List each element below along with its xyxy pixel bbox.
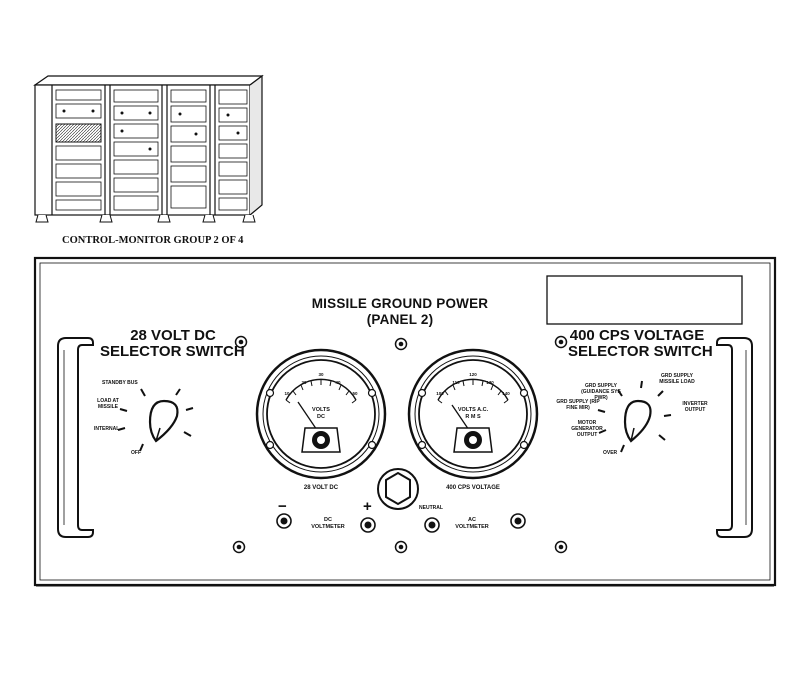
ac-position-grd-rip: GRD SUPPLY (RIP FINE MIR)	[556, 399, 600, 411]
dc-voltmeter-label-line2: VOLTMETER	[311, 524, 345, 530]
dc-voltmeter	[255, 348, 387, 480]
ac-scale-120: 120	[469, 372, 477, 377]
blank-nameplate	[546, 275, 743, 325]
dc-switch-title-line1: 28 VOLT DC	[130, 327, 216, 344]
dc-scale-10: 10	[284, 391, 290, 396]
dc-position-off: OFF	[131, 450, 141, 456]
left-handle[interactable]	[57, 337, 94, 538]
ac-scale-130: 130	[486, 380, 494, 385]
ac-meter-caption: 400 CPS VOLTAGE	[446, 485, 500, 491]
dc-switch-title-line2: SELECTOR SWITCH	[100, 343, 245, 360]
dc-meter-face-unit: DC	[317, 414, 325, 420]
dc-voltmeter-label-line1: DC	[324, 517, 332, 523]
screw-bottom-center	[394, 540, 408, 554]
dc-position-internal: INTERNAL	[94, 426, 120, 432]
ac-scale-100: 100	[436, 391, 444, 396]
panel-title: MISSILE GROUND POWER	[311, 296, 489, 311]
ac-switch-title-line2: SELECTOR SWITCH	[568, 343, 713, 360]
ac-voltmeter-label-line1: AC	[468, 517, 476, 523]
cabinet-caption: CONTROL-MONITOR GROUP 2 OF 4	[62, 235, 244, 246]
dc-selector-knob[interactable]	[117, 388, 194, 452]
center-hex-fitting	[377, 468, 419, 510]
dc-scale-20: 20	[301, 380, 307, 385]
ac-switch-title-line1: 400 CPS VOLTAGE	[569, 327, 705, 344]
ac-voltmeter-label-line2: VOLTMETER	[455, 524, 489, 530]
cabinet-illustration	[33, 74, 264, 223]
ac-meter-face-unit: R M S	[465, 414, 481, 420]
screw-top-center	[394, 337, 408, 351]
ac-selector-knob[interactable]	[597, 380, 672, 453]
right-handle[interactable]	[716, 337, 753, 538]
ac-voltmeter	[407, 348, 539, 480]
screw-bottom-right	[554, 540, 568, 554]
ac-position-motor-generator: MOTOR GENERATOR OUTPUT	[571, 420, 603, 438]
jack-dc-minus[interactable]	[276, 513, 292, 529]
ac-position-grd-missile-load: GRD SUPPLY MISSILE LOAD	[659, 373, 695, 385]
ac-scale-110: 110	[452, 380, 460, 385]
dc-scale-50: 50	[352, 391, 358, 396]
screw-bottom-left	[232, 540, 246, 554]
jack-plus-label: +	[363, 498, 372, 515]
ac-meter-face-label: VOLTS A.C.	[457, 407, 489, 413]
dc-meter-face-label: VOLTS	[312, 407, 330, 413]
screw-top-left	[234, 335, 248, 349]
ac-position-inverter: INVERTER OUTPUT	[682, 401, 708, 413]
dc-scale-30: 30	[318, 372, 324, 377]
dc-scale-40: 40	[335, 380, 341, 385]
neutral-label: NEUTRAL	[419, 505, 443, 511]
dc-meter-caption: 28 VOLT DC	[303, 485, 339, 491]
ac-position-grd-guidance: GRD SUPPLY (GUIDANCE SYS PWR)	[581, 383, 621, 401]
dc-position-load-at-missile: LOAD AT MISSILE	[97, 398, 119, 410]
jack-minus-label: −	[278, 498, 287, 515]
panel-screws	[232, 335, 568, 554]
jack-ac[interactable]	[510, 513, 526, 529]
screw-top-right	[554, 335, 568, 349]
panel-subtitle: (PANEL 2)	[366, 312, 434, 327]
dc-position-standby-bus: STANDBY BUS	[102, 380, 138, 386]
jack-neutral[interactable]	[424, 517, 440, 533]
ac-position-over: OVER	[603, 450, 618, 456]
jack-dc-plus[interactable]	[360, 517, 376, 533]
ac-scale-140: 140	[502, 391, 510, 396]
